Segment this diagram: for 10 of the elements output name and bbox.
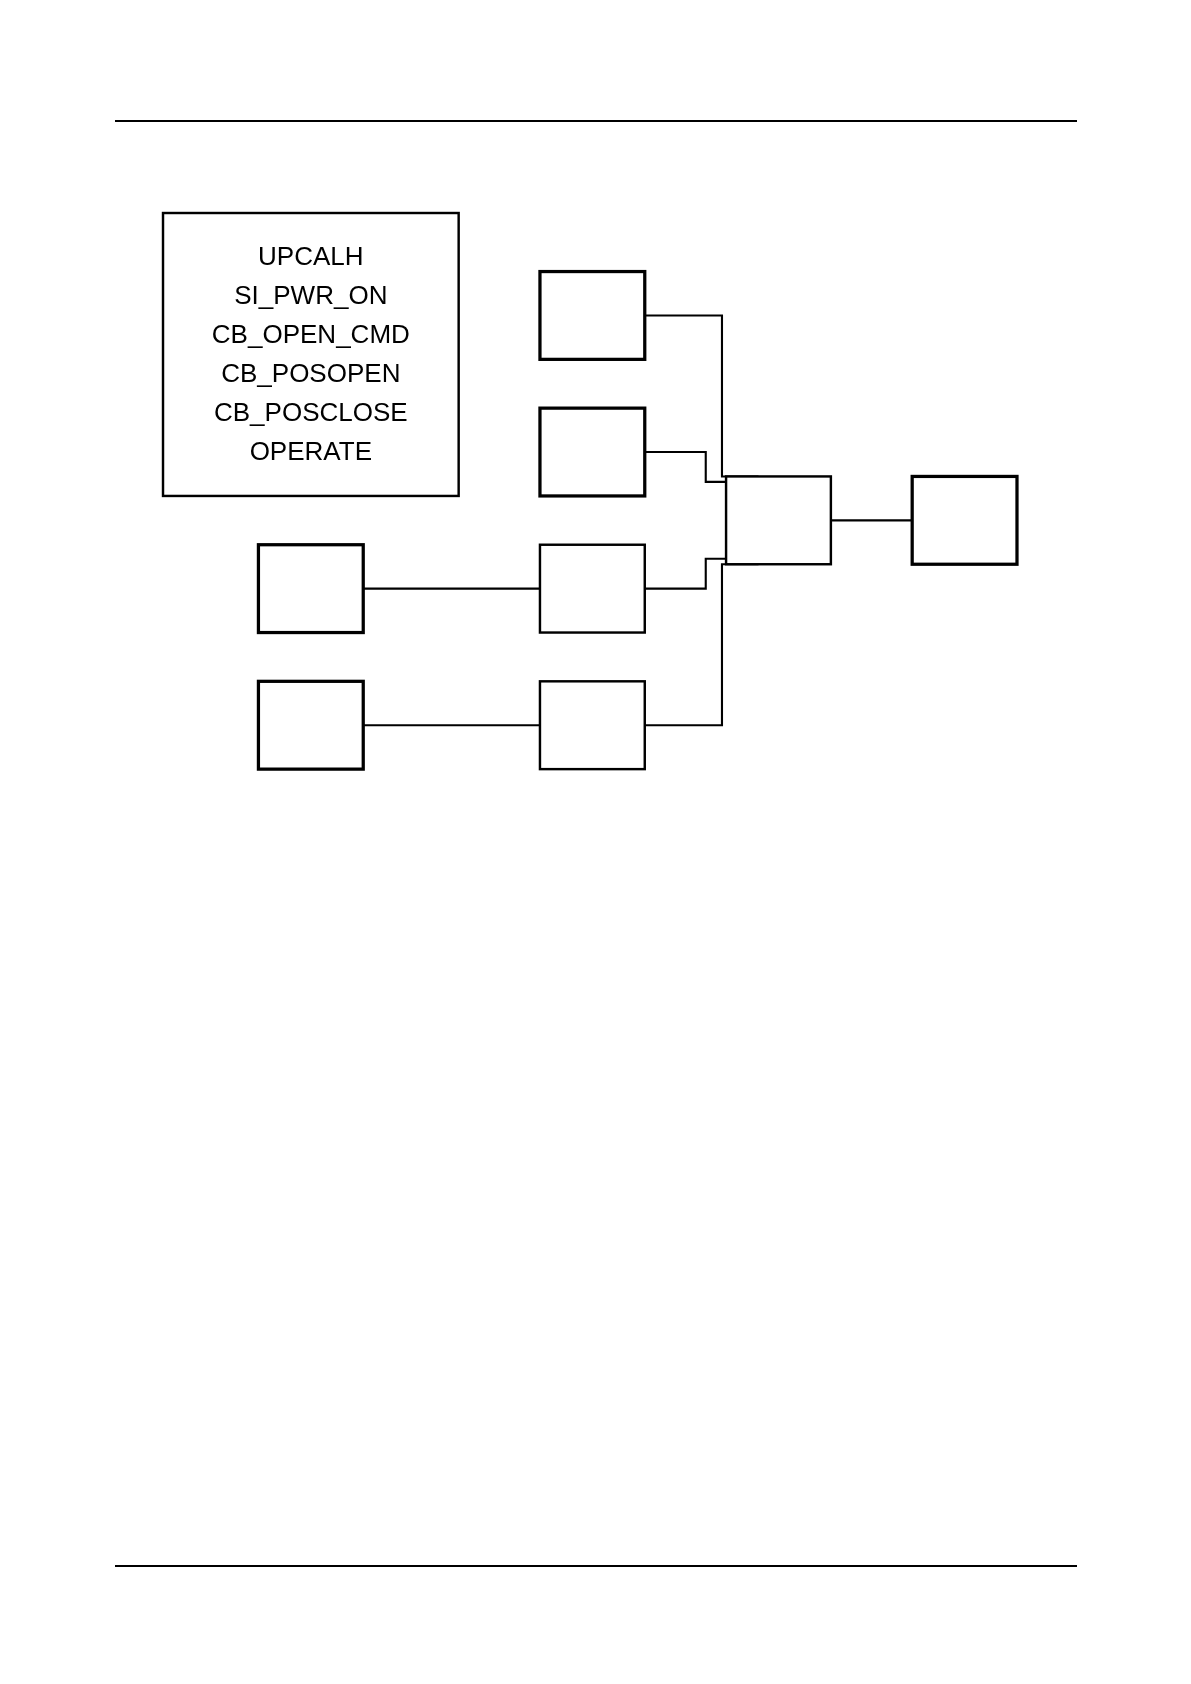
- connector: [644, 557, 727, 590]
- node-bar: [538, 269, 647, 361]
- node-bar: [910, 474, 1019, 566]
- node-box: UPCALH SI_PWR_ON CB_OPEN_CMD CB_POSOPEN CB_POSCLOSE OPERATE: [161, 211, 460, 498]
- node-bar: [256, 543, 365, 635]
- node-box: [538, 680, 646, 771]
- node-box: [724, 475, 833, 566]
- node-bar: [538, 406, 647, 498]
- node-bar: [256, 679, 365, 771]
- node-box: [538, 543, 646, 634]
